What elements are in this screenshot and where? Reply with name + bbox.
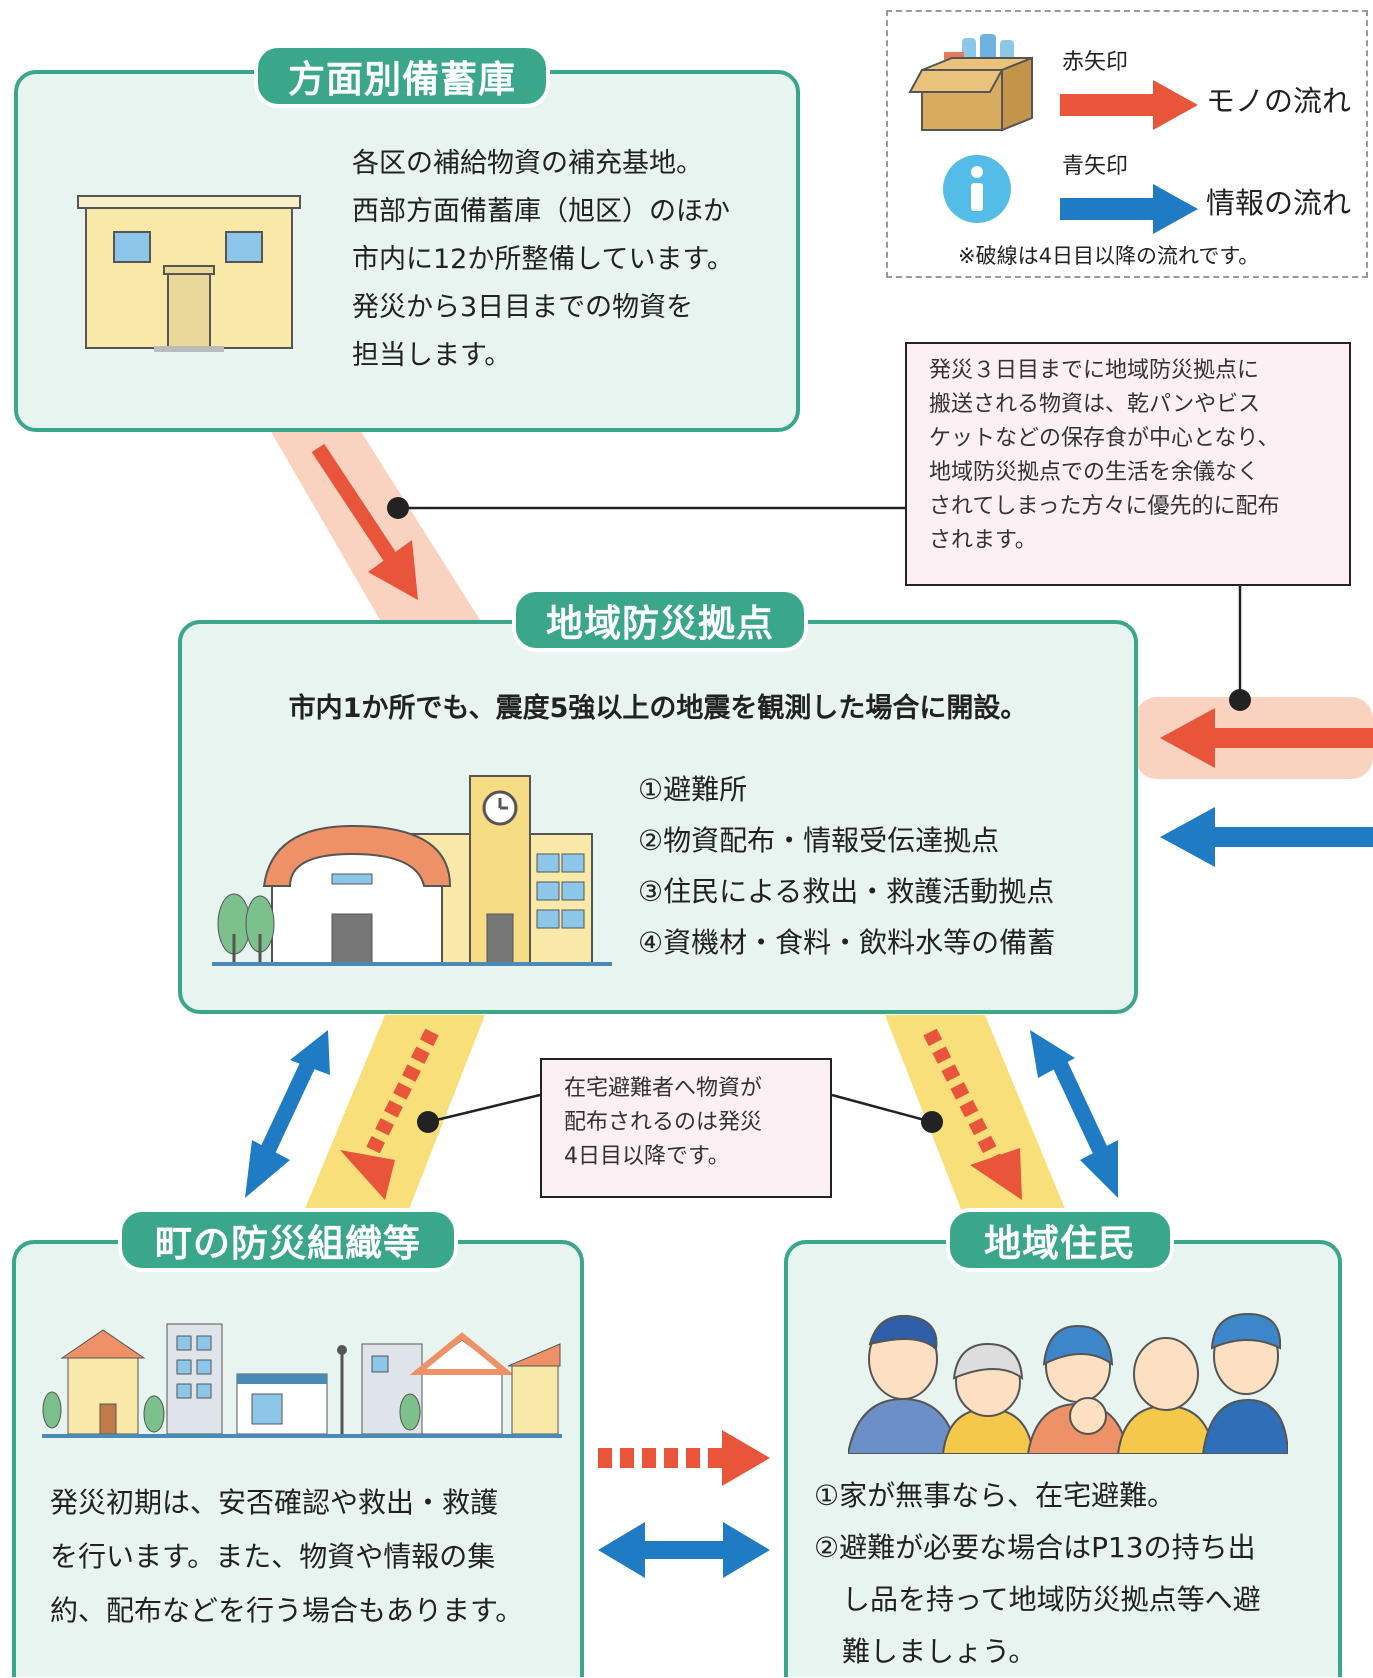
- note-mid: 在宅避難者へ物資が 配布されるのは発災 4日目以降です。: [540, 1058, 832, 1198]
- blue-double-arrow-horizontal: [598, 1522, 770, 1578]
- legend-blue-desc: 情報の流れ: [1206, 186, 1352, 220]
- base-subtitle: 市内1か所でも、震度5強以上の地震を観測した場合に開設。: [288, 693, 1028, 724]
- blue-double-arrow-residents: [1030, 1030, 1118, 1198]
- town-line: を行います。また、物資や情報の集: [50, 1540, 496, 1573]
- town-box: 発災初期は、安否確認や救出・救護 を行います。また、物資や情報の集 約、配布など…: [12, 1240, 584, 1677]
- residents-text: ①家が無事なら、在宅避難。 ②避難が必要な場合はP13の持ち出 し品を持って地域…: [814, 1470, 1261, 1678]
- town-title: 町の防災組織等: [118, 1208, 458, 1272]
- warehouse-line: 各区の補給物資の補充基地。: [352, 148, 703, 179]
- residents-line: ①家が無事なら、在宅避難。: [814, 1479, 1176, 1512]
- legend-blue-label: 青矢印: [1062, 154, 1129, 179]
- dashed-red-arrow-to-town: [340, 1028, 439, 1200]
- note-mid-line: 在宅避難者へ物資が: [564, 1076, 763, 1101]
- warehouse-line: 市内に12か所整備しています。: [352, 244, 734, 275]
- warehouse-line: 西部方面備蓄庫（旭区）のほか: [352, 196, 730, 227]
- base-item: ④資機材・食料・飲料水等の備蓄: [638, 926, 1056, 959]
- connector-mid-note: [417, 1093, 943, 1133]
- residents-line: ②避難が必要な場合はP13の持ち出: [814, 1531, 1256, 1564]
- school-icon: [212, 774, 612, 974]
- town-line: 発災初期は、安否確認や救出・救護: [50, 1486, 499, 1519]
- note-top-line: 発災３日目までに地域防災拠点に: [929, 358, 1260, 383]
- base-box: 市内1か所でも、震度5強以上の地震を観測した場合に開設。 ①: [178, 620, 1138, 1014]
- base-item: ③住民による救出・救護活動拠点: [638, 875, 1055, 908]
- note-top-line: されてしまった方々に優先的に配布: [929, 494, 1280, 519]
- residents-box: ①家が無事なら、在宅避難。 ②避難が必要な場合はP13の持ち出 し品を持って地域…: [784, 1240, 1342, 1677]
- note-mid-line: 4日目以降です。: [564, 1144, 730, 1169]
- warehouse-icon: [74, 194, 304, 354]
- box-icon: [902, 30, 1052, 140]
- legend-blue-arrow: [1060, 184, 1198, 234]
- town-icon: [42, 1314, 562, 1444]
- note-top-line: ケットなどの保存食が中心となり、: [929, 426, 1280, 451]
- legend-red-desc: モノの流れ: [1206, 84, 1352, 118]
- legend-red-label: 赤矢印: [1062, 50, 1129, 75]
- red-arrow-warehouse-to-base: [311, 443, 418, 600]
- people-icon: [848, 1304, 1288, 1454]
- residents-title: 地域住民: [946, 1208, 1174, 1272]
- blue-arrow-from-right: [1160, 807, 1373, 867]
- town-line: 約、配布などを行う場合もあります。: [50, 1594, 524, 1627]
- legend-note: ※破線は4日目以降の流れです。: [958, 244, 1260, 268]
- base-item: ①避難所: [638, 773, 748, 806]
- warehouse-line: 担当します。: [352, 340, 512, 371]
- blue-double-arrow-town: [245, 1030, 330, 1198]
- dashed-red-arrow-to-residents: [923, 1028, 1022, 1200]
- town-text: 発災初期は、安否確認や救出・救護 を行います。また、物資や情報の集 約、配布など…: [50, 1476, 523, 1638]
- note-mid-line: 配布されるのは発災: [564, 1110, 763, 1135]
- note-top-line: 地域防災拠点での生活を余儀なく: [929, 460, 1260, 485]
- note-top-line: されます。: [929, 528, 1037, 553]
- warehouse-line: 発災から3日目までの物資を: [352, 292, 694, 323]
- note-top: 発災３日目までに地域防災拠点に 搬送される物資は、乾パンやビス ケットなどの保存…: [905, 342, 1351, 586]
- base-title: 地域防災拠点: [512, 588, 808, 652]
- base-items: ①避難所 ②物資配布・情報受伝達拠点 ③住民による救出・救護活動拠点 ④資機材・…: [638, 764, 1055, 968]
- warehouse-box: 各区の補給物資の補充基地。 西部方面備蓄庫（旭区）のほか 市内に12か所整備して…: [14, 70, 800, 432]
- red-arrow-from-right: [1160, 708, 1373, 768]
- warehouse-text: 各区の補給物資の補充基地。 西部方面備蓄庫（旭区）のほか 市内に12か所整備して…: [352, 140, 734, 380]
- connector-top-note: [387, 497, 1251, 711]
- dashed-red-arrow-horizontal: [598, 1430, 770, 1486]
- residents-line: 難しましょう。: [814, 1635, 1037, 1668]
- legend-red-arrow: [1060, 80, 1198, 130]
- base-item: ②物資配布・情報受伝達拠点: [638, 824, 1000, 857]
- legend: 赤矢印 モノの流れ 青矢印 情報の流れ ※破線は4日目以降の流れです。: [886, 10, 1368, 278]
- residents-line: し品を持って地域防災拠点等へ避: [814, 1583, 1261, 1616]
- note-top-line: 搬送される物資は、乾パンやビス: [929, 392, 1261, 417]
- warehouse-title: 方面別備蓄庫: [254, 44, 550, 108]
- info-icon: [942, 154, 1012, 224]
